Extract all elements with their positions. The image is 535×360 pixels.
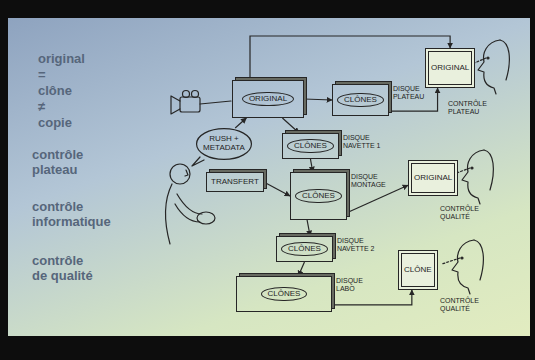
viewer-face	[472, 40, 509, 94]
connector-arrow	[250, 36, 450, 80]
control-label: CONTRÔLE QUALITÉ	[440, 297, 495, 313]
slide-heading: copie	[38, 116, 72, 131]
clone-disk: CLÔNESDISQUE NAVETTE 2	[276, 236, 333, 262]
control-label: CONTRÔLE QUALITÉ	[440, 205, 495, 221]
transfer-box: TRANSFERT	[206, 172, 264, 192]
node-text: RUSH + METADATA	[202, 135, 246, 153]
connector-arrow	[347, 185, 408, 213]
node-text: CLÔNES	[281, 242, 328, 257]
connector-arrow	[264, 182, 290, 196]
connector-arrow	[310, 159, 312, 172]
clone-disk: CLÔNESDISQUE LABO	[236, 276, 332, 312]
disk-heading: DISQUE MONTAGE	[351, 173, 395, 189]
disk-heading: DISQUE LABO	[336, 277, 380, 293]
operator-sketch	[166, 157, 215, 244]
viewer-face	[454, 150, 493, 204]
disk-heading: DISQUE NAVETTE 2	[337, 237, 385, 253]
connector-arrow	[332, 290, 412, 305]
connector-arrow	[304, 99, 332, 100]
connector-arrow	[282, 118, 299, 133]
viewer-face	[442, 240, 483, 294]
slide-heading: original	[38, 52, 85, 67]
monitor-screen: ORIGINAL	[425, 48, 475, 88]
node-text: TRANSFERT	[211, 178, 259, 187]
connector-arrow	[235, 118, 246, 128]
node-text: CLÔNES	[337, 93, 384, 108]
slide-heading: contrôle plateau	[32, 148, 112, 178]
clone-disk: CLÔNESDISQUE MONTAGE	[290, 172, 347, 220]
speech-bubble: RUSH + METADATA	[196, 128, 252, 160]
slide-heading: clône	[38, 84, 72, 99]
control-label: CONTRÔLE PLATEAU	[448, 100, 503, 116]
monitor-screen: ORIGINAL	[408, 160, 458, 196]
clone-disk: CLÔNESDISQUE NAVETTE 1	[282, 133, 339, 159]
node-text: ORIGINAL	[431, 64, 469, 73]
camera-sketch	[171, 91, 231, 115]
node-text: ORIGINAL	[242, 92, 294, 107]
original-box: ORIGINAL	[232, 80, 304, 118]
connector-arrow	[307, 220, 310, 236]
connector-arrow	[298, 262, 304, 276]
slide-heading: contrôle de qualité	[32, 254, 96, 284]
slide-heading: contrôle informatique	[32, 200, 132, 230]
disk-heading: DISQUE NAVETTE 1	[343, 134, 391, 150]
node-text: CLÔNE	[404, 266, 432, 275]
node-text: CLÔNES	[287, 139, 334, 154]
clone-disk: CLÔNESDISQUE PLATEAU	[332, 84, 389, 116]
node-text: ORIGINAL	[414, 174, 452, 183]
monitor-screen: CLÔNE	[398, 250, 438, 290]
node-text: CLÔNES	[295, 189, 342, 204]
slide-heading: =	[38, 68, 46, 83]
node-text: CLÔNES	[261, 287, 308, 302]
slide-heading: ≠	[38, 100, 45, 115]
